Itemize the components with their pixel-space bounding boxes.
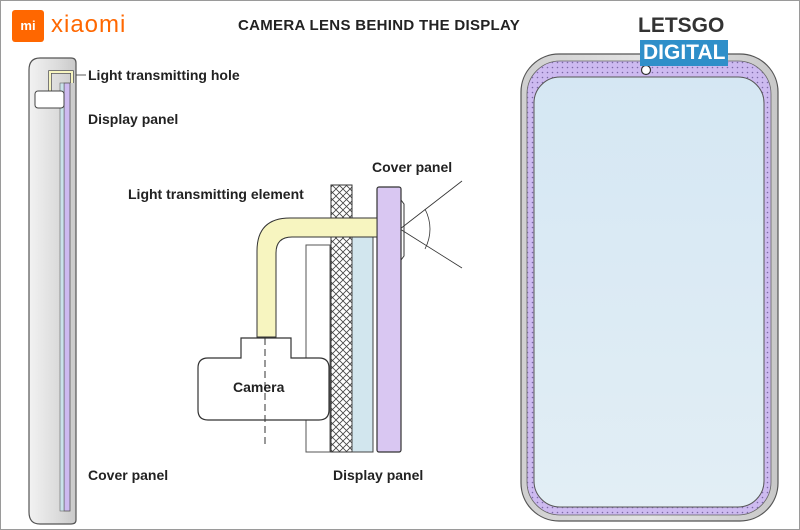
side-camera [34,90,65,109]
page-title: CAMERA LENS BEHIND THE DISPLAY [238,17,521,34]
light-transmitting-element-section [256,217,378,338]
brand-name: xiaomi [51,11,127,38]
side-light-element [49,71,73,92]
label-light-transmitting-hole: Light transmitting hole [88,67,240,83]
cover-lens-edge [400,199,405,261]
cross-section [197,180,463,453]
phone-screen [533,76,765,508]
watermark-part2: DIGITAL [640,40,729,66]
watermark-part1: LETSGO [638,14,725,37]
xiaomi-logo: mi [12,10,44,42]
label-display-panel-center: Display panel [333,467,424,483]
cover-panel-section [376,186,402,453]
camera-body [197,337,330,421]
side-display-panel [59,82,65,512]
phone-side-view [28,57,86,525]
display-panel-section [351,236,374,453]
label-light-transmitting-element: Light transmitting element [128,186,304,202]
view-ray-bottom [399,228,463,269]
label-cover-panel-center: Cover panel [372,159,453,175]
side-cover-panel [63,82,71,512]
view-ray-top [399,180,463,230]
front-camera-hole [640,64,652,76]
label-display-panel-left: Display panel [88,111,179,127]
view-angle-arc [424,208,431,250]
label-cover-panel-left: Cover panel [88,467,169,483]
label-camera: Camera [233,379,285,395]
watermark: LETSGO DIGITAL [638,12,800,66]
back-layer [305,244,331,453]
phone-front-view [520,53,779,522]
